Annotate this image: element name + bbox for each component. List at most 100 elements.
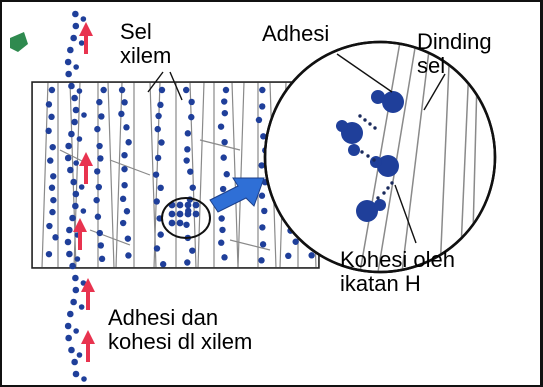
- hydrogen-bond-dot: [368, 122, 371, 125]
- water-molecule: [259, 224, 265, 230]
- water-molecule: [153, 171, 159, 177]
- hydrogen-bond-dot: [373, 126, 376, 129]
- water-molecule: [120, 220, 126, 226]
- label-dinding-line2: sel: [417, 54, 492, 78]
- water-molecule: [218, 240, 224, 246]
- water-molecule: [183, 222, 189, 228]
- water-molecule: [154, 198, 160, 204]
- water-molecule: [121, 99, 127, 105]
- water-molecule: [65, 71, 72, 78]
- water-molecule: [118, 111, 124, 117]
- water-molecule: [285, 253, 291, 259]
- water-molecule: [183, 157, 189, 163]
- magnified-water-molecule: [382, 91, 404, 113]
- water-molecule: [260, 241, 266, 247]
- water-molecule: [193, 211, 200, 218]
- label-adhesi: Adhesi: [262, 22, 329, 46]
- water-molecule: [72, 11, 79, 18]
- label-adhesi-kohesi-xilem: Adhesi dan kohesi dl xilem: [108, 306, 252, 354]
- water-molecule: [185, 202, 192, 209]
- label-sel-xilem-line2: xilem: [120, 44, 171, 68]
- up-arrow: [81, 330, 95, 362]
- water-molecule: [81, 112, 87, 118]
- water-molecule: [120, 196, 126, 202]
- water-molecule: [65, 239, 72, 246]
- hydrogen-bond-dot: [386, 186, 389, 189]
- hydrogen-bond-dot: [366, 154, 369, 157]
- water-molecule: [157, 185, 163, 191]
- hydrogen-bond-dot: [376, 196, 379, 199]
- up-arrow: [79, 22, 93, 54]
- water-molecule: [77, 136, 83, 142]
- water-molecule: [72, 275, 79, 282]
- water-molecule: [190, 184, 196, 190]
- water-molecule: [45, 128, 51, 134]
- water-molecule: [292, 239, 298, 245]
- water-molecule: [93, 197, 99, 203]
- water-molecule: [47, 157, 53, 163]
- water-molecule: [123, 124, 129, 130]
- magnified-water-molecule: [371, 90, 385, 104]
- water-molecule: [46, 101, 52, 107]
- label-dinding-sel: Dinding sel: [417, 30, 492, 78]
- water-molecule: [259, 103, 265, 109]
- water-molecule: [155, 113, 161, 119]
- water-molecule: [65, 59, 72, 66]
- water-molecule: [77, 352, 83, 358]
- water-molecule: [219, 227, 225, 233]
- water-molecule: [73, 160, 79, 166]
- water-molecule: [188, 114, 194, 120]
- water-molecule: [68, 83, 75, 90]
- water-molecule: [79, 304, 85, 310]
- water-molecule: [73, 64, 79, 70]
- water-molecule: [94, 168, 100, 174]
- water-molecule: [48, 114, 54, 120]
- water-molecule: [79, 184, 85, 190]
- water-molecule: [155, 126, 161, 132]
- water-molecule: [73, 287, 80, 294]
- water-molecule: [75, 256, 81, 262]
- water-molecule: [308, 252, 314, 258]
- water-molecule: [98, 242, 104, 248]
- water-molecule: [177, 202, 184, 209]
- hydrogen-bond-dot: [382, 191, 385, 194]
- water-molecule: [258, 257, 264, 263]
- water-molecule: [94, 126, 100, 132]
- water-molecule: [193, 202, 200, 209]
- water-molecule: [169, 211, 176, 218]
- water-molecule: [177, 211, 184, 218]
- water-molecule: [158, 139, 164, 145]
- hydrogen-bond-dot: [360, 150, 363, 153]
- water-molecule: [73, 371, 80, 378]
- water-molecule: [81, 16, 87, 22]
- water-molecule: [50, 197, 56, 203]
- water-molecule: [121, 152, 127, 158]
- label-sel-xilem: Sel xilem: [120, 20, 171, 68]
- water-molecule: [188, 99, 194, 105]
- water-molecule: [70, 179, 77, 186]
- hydrogen-bond-dot: [390, 181, 393, 184]
- label-bottom-line2: kohesi dl xilem: [108, 330, 252, 354]
- water-molecule: [259, 87, 265, 93]
- magnified-water-molecule: [336, 120, 348, 132]
- magnified-water-molecule: [374, 199, 386, 211]
- water-molecule: [185, 211, 192, 218]
- water-molecule: [67, 311, 74, 318]
- water-molecule: [183, 87, 189, 93]
- water-molecule: [71, 95, 78, 102]
- water-molecule: [160, 261, 166, 267]
- water-molecule: [177, 220, 184, 227]
- water-molecule: [261, 208, 267, 214]
- label-kohesi-line2: ikatan H: [340, 272, 455, 296]
- water-molecule: [125, 139, 131, 145]
- water-molecule: [223, 87, 229, 93]
- water-molecule: [184, 146, 190, 152]
- water-molecule: [185, 130, 191, 136]
- hydrogen-bond-dot: [358, 114, 361, 117]
- water-molecule: [49, 185, 55, 191]
- label-dinding-line1: Dinding: [417, 30, 492, 54]
- water-molecule: [218, 123, 224, 129]
- water-molecule: [159, 87, 165, 93]
- water-molecule: [68, 131, 75, 138]
